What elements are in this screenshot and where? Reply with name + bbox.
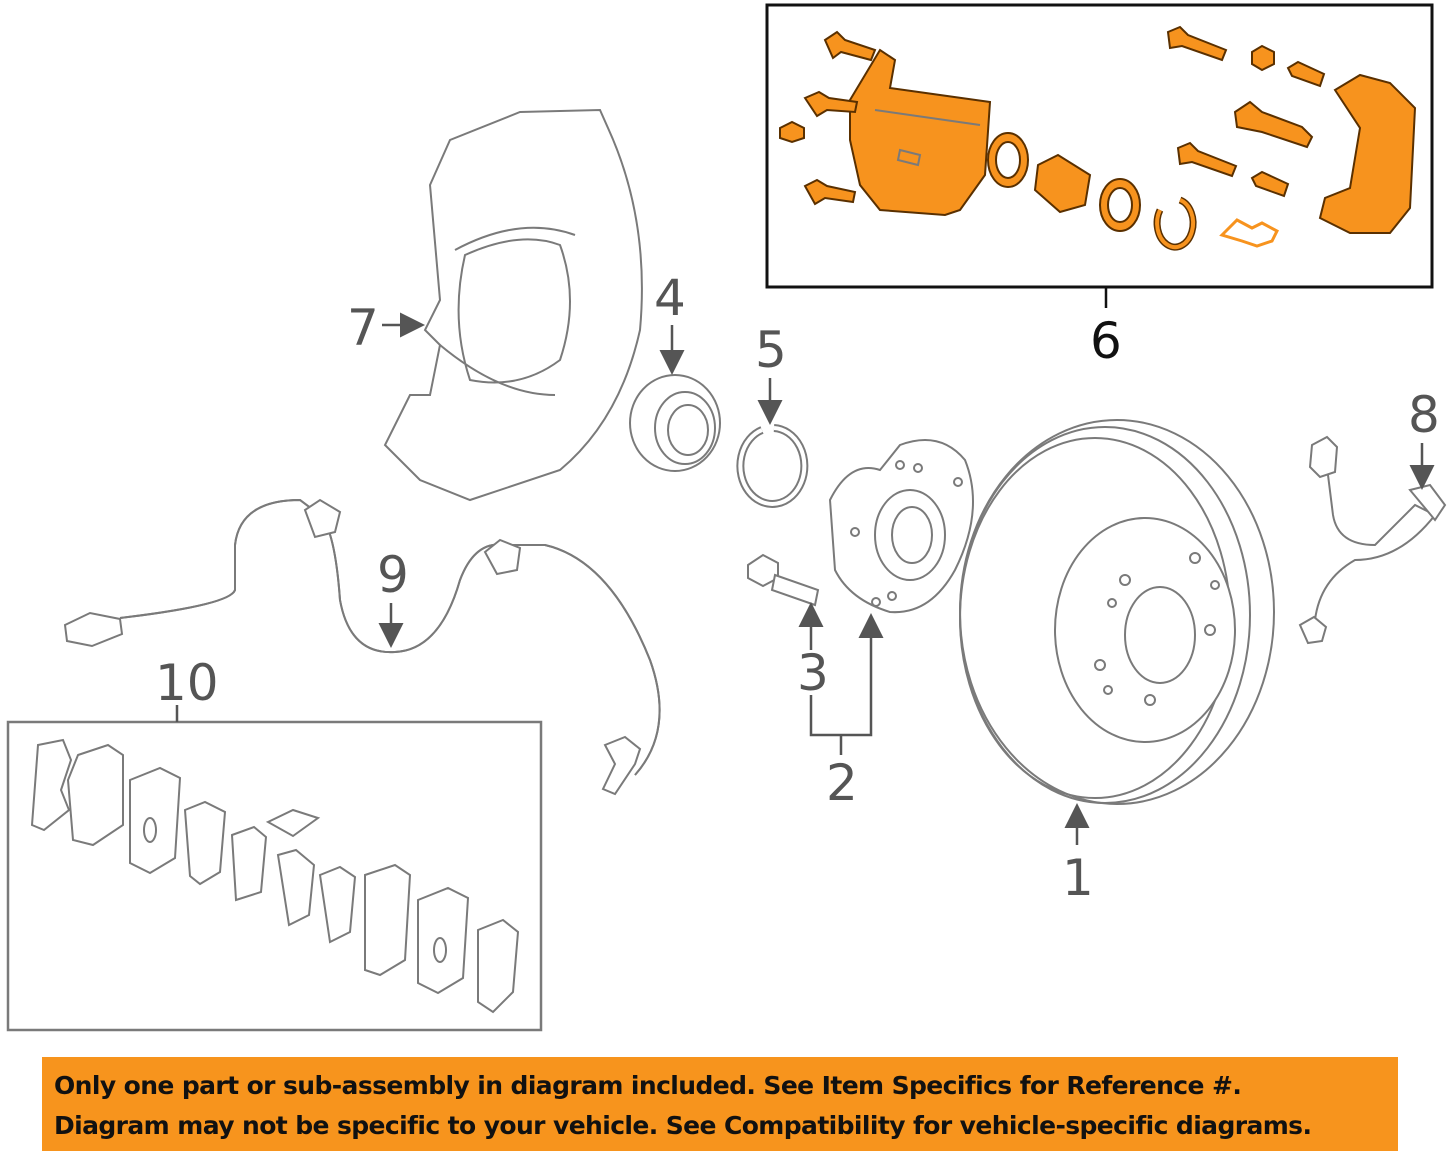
brake-pad-kit-box [6,705,543,1032]
callout-6: 6 [1090,312,1122,370]
wheel-bearing[interactable] [629,374,721,472]
callout-5: 5 [755,321,787,379]
caliper-assembly[interactable] [779,25,1417,251]
callout-8: 8 [1408,386,1440,444]
brake-rotor[interactable] [959,419,1275,805]
callout-4: 4 [654,269,686,327]
disclaimer-banner: Only one part or sub-assembly in diagram… [42,1057,1398,1151]
wheel-speed-sensor-9[interactable] [63,498,661,796]
hub-bolt[interactable] [747,553,820,607]
callout-10: 10 [155,654,219,712]
callout-1: 1 [1062,849,1094,907]
caliper-kit-box: 6 [765,3,1434,370]
splash-shield[interactable] [383,108,643,502]
wheel-hub[interactable] [828,439,974,614]
callout-2: 2 [826,754,858,812]
callout-7: 7 [347,299,379,357]
disclaimer-line-2: Diagram may not be specific to your vehi… [54,1111,1312,1140]
callout-3: 3 [797,644,829,702]
callout-9: 9 [377,546,409,604]
brake-pads[interactable] [30,738,520,1014]
disclaimer-line-1: Only one part or sub-assembly in diagram… [54,1071,1242,1100]
snap-ring[interactable] [736,424,809,508]
